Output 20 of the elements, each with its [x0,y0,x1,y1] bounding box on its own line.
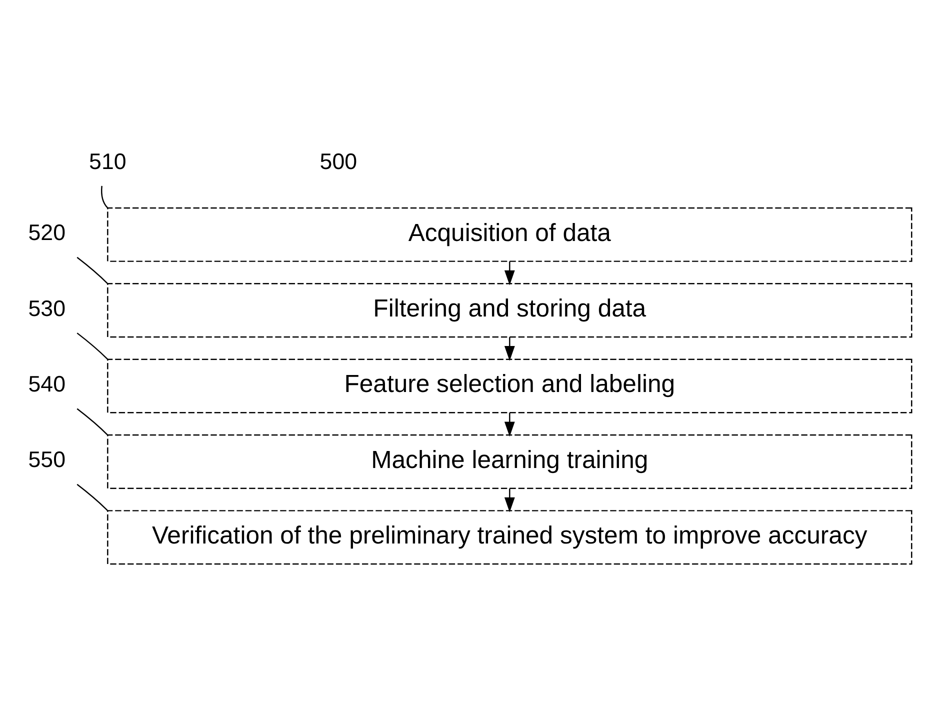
node-box: Acquisition of data [107,207,912,262]
connector [100,186,108,208]
node-box: Verification of the preliminary trained system to improve accuracy [107,510,912,565]
connector [76,332,108,360]
node-text: 510 [89,148,126,174]
arrow [504,261,515,286]
label: 500 [320,148,358,174]
node-box: Feature selection and labeling [107,358,912,414]
node-box: Machine learning training [107,434,912,489]
arrow [504,337,515,361]
connector [76,256,108,284]
connector [76,408,108,436]
node-text: 540 [28,371,66,396]
connector [76,484,108,512]
node-box: Filtering and storing data [107,283,912,338]
arrow [504,488,515,512]
arrow [504,412,515,437]
node-text: 530 [28,296,66,321]
node-text: 550 [28,447,66,472]
node-text: 520 [28,220,66,246]
